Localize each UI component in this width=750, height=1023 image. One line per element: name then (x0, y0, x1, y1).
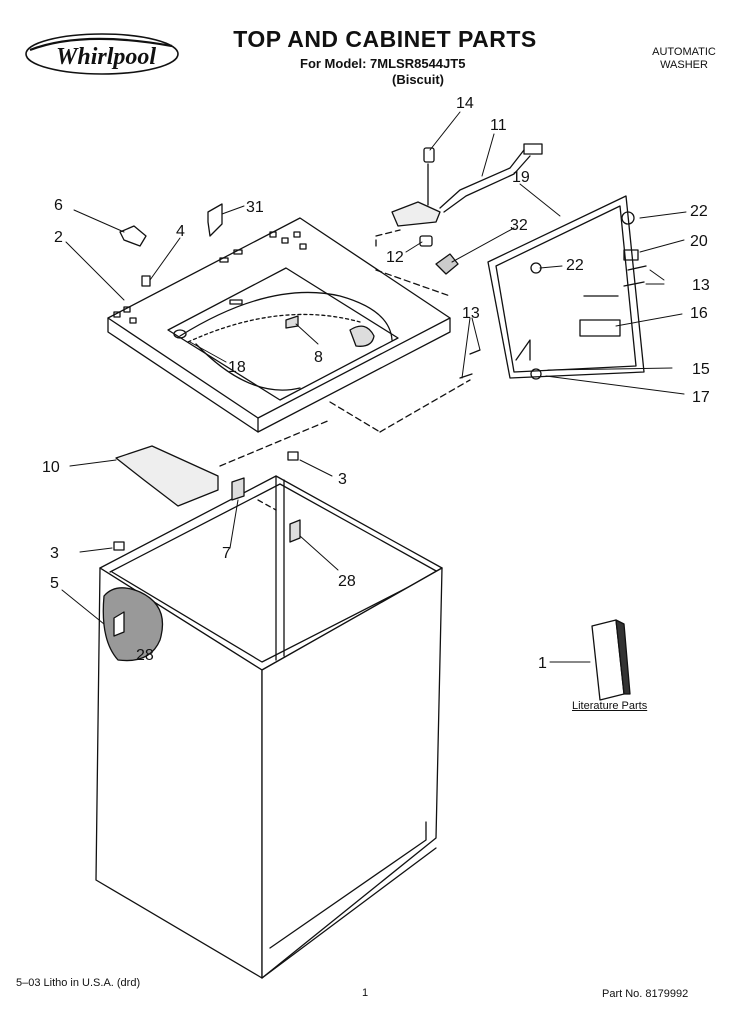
page-title: TOP AND CABINET PARTS (233, 26, 537, 52)
callout-7: 7 (222, 545, 231, 562)
part-31-clip (207, 203, 223, 237)
product-type-line1: AUTOMATIC (652, 46, 716, 58)
callout-28a: 28 (338, 573, 356, 590)
washer-cabinet (95, 475, 443, 979)
callout-11: 11 (490, 117, 507, 134)
footer-part-number: Part No. 8179992 (602, 988, 689, 1000)
model-number: For Model: 7MLSR8544JT5 (300, 56, 466, 71)
part-7-screw (231, 477, 245, 501)
callout-20: 20 (690, 233, 708, 250)
part-4-bracket (141, 275, 151, 287)
whirlpool-logo: Whirlpool (25, 33, 179, 75)
callout-13b: 13 (462, 305, 480, 322)
callout-31: 31 (246, 199, 264, 216)
callout-28b: 28 (136, 647, 154, 664)
callout-13a: 13 (692, 277, 710, 294)
part-32 (435, 253, 459, 275)
washer-top-panel (107, 217, 451, 433)
callout-15: 15 (692, 361, 710, 378)
part-10-bracket (115, 445, 219, 507)
literature-parts-label: Literature Parts (572, 700, 648, 712)
callout-6: 6 (54, 197, 63, 214)
part-28-screw (289, 519, 301, 543)
console-frame (487, 195, 645, 379)
product-type-line2: WASHER (660, 59, 708, 71)
callout-3b: 3 (50, 545, 59, 562)
callout-32: 32 (510, 217, 528, 234)
literature-booklet (591, 619, 631, 701)
callout-18: 18 (228, 359, 246, 376)
callout-16: 16 (690, 305, 708, 322)
part-3-clip-upper (287, 451, 299, 461)
color-variant: (Biscuit) (392, 72, 444, 87)
footer-page-number: 1 (362, 987, 369, 999)
callout-10: 10 (42, 459, 60, 476)
callout-17: 17 (692, 389, 710, 406)
part-6-clip (119, 225, 147, 247)
callout-22b: 22 (566, 257, 584, 274)
lid-switch-assembly (391, 143, 543, 247)
callout-3a: 3 (338, 471, 347, 488)
callout-numbers: 14 11 19 6 31 2 4 32 22 20 12 22 13 13 1… (42, 95, 710, 672)
callout-8: 8 (314, 349, 323, 366)
leader-lines (61, 111, 687, 663)
callout-12: 12 (386, 249, 404, 266)
callout-2: 2 (54, 229, 63, 246)
footer-litho: 5–03 Litho in U.S.A. (drd) (16, 977, 141, 989)
part-3-clip-lower (113, 541, 125, 551)
callout-5: 5 (50, 575, 59, 592)
product-type: AUTOMATIC WASHER (628, 46, 740, 72)
callout-14: 14 (456, 95, 474, 112)
callout-1: 1 (538, 655, 547, 672)
screws-right (459, 211, 647, 380)
callout-19: 19 (512, 169, 530, 186)
callout-4: 4 (176, 223, 185, 240)
callout-22a: 22 (690, 203, 708, 220)
brand-wordmark: Whirlpool (56, 44, 156, 70)
